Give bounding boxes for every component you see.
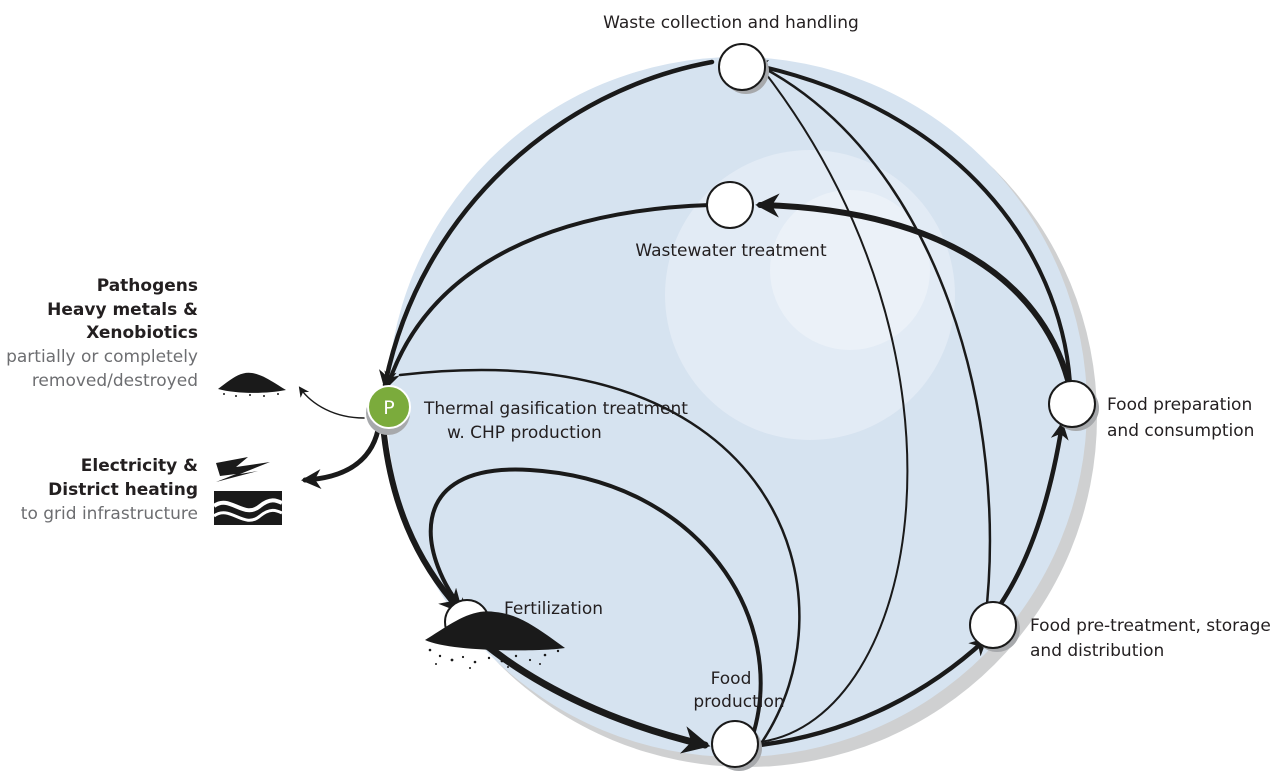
node-food-production (711, 720, 762, 771)
arc-fertilization-to-food-production (476, 636, 711, 754)
output-pathogens: Pathogens Heavy metals & Xenobiotics par… (6, 276, 286, 397)
soil-pile-icon (425, 611, 565, 651)
arrow-to-pathogens (298, 386, 365, 419)
heat-wave-icon (212, 491, 283, 525)
arc-pretreatment-to-preparation (997, 421, 1069, 608)
ash-pile-icon (218, 372, 286, 393)
node-food-preparation (1048, 380, 1099, 431)
arc-food-production-to-pretreatment (757, 637, 988, 748)
label-thermal-line1: Thermal gasification treatment (423, 399, 688, 419)
thermal-badge-letter: P (383, 397, 394, 419)
xenobiotics-title: Xenobiotics (86, 323, 198, 343)
output-arrows (298, 386, 381, 490)
grid-note: to grid infrastructure (21, 504, 198, 524)
ash-speckle-icon (223, 393, 279, 397)
arc-food-production-to-waste (759, 65, 909, 743)
lightning-icon (216, 457, 270, 482)
label-food-production-line1: Food (711, 669, 752, 689)
label-fertilization: Fertilization (504, 599, 603, 619)
label-wastewater-treatment: Wastewater treatment (635, 241, 827, 261)
cycle-flow-arrows (379, 59, 1072, 754)
arc-food-production-loop (428, 467, 763, 740)
heavy-metals-title: Heavy metals & (47, 300, 198, 320)
node-fertilization (425, 599, 565, 669)
arc-food-production-to-wastewater (398, 368, 801, 747)
pathogens-title: Pathogens (97, 276, 198, 296)
pathogens-note-line1: partially or completely (6, 347, 198, 367)
arc-wastewater-to-thermal (384, 203, 712, 389)
node-thermal-gasification (366, 385, 411, 435)
label-food-preparation-line1: Food preparation (1107, 395, 1252, 415)
label-waste-collection: Waste collection and handling (603, 13, 859, 33)
output-energy: Electricity & District heating to grid i… (21, 456, 283, 525)
arc-pretreatment-to-waste (758, 64, 992, 624)
label-food-pretreatment-line2: and distribution (1030, 641, 1164, 661)
label-food-pretreatment-line1: Food pre-treatment, storage (1030, 616, 1271, 636)
arc-preparation-to-wastewater (755, 193, 1071, 383)
label-thermal-line2: w. CHP production (447, 423, 602, 443)
arrow-to-energy (301, 427, 381, 490)
arc-preparation-to-waste (751, 59, 1072, 384)
district-heating-title: District heating (48, 480, 198, 500)
node-food-pretreatment (969, 601, 1020, 652)
pathogens-note-line2: removed/destroyed (32, 371, 198, 391)
node-waste-collection (718, 43, 769, 94)
soil-speckle-icon (428, 648, 560, 669)
label-food-preparation-line2: and consumption (1107, 421, 1254, 441)
arc-waste-to-thermal (379, 59, 715, 389)
electricity-title: Electricity & (81, 456, 198, 476)
node-wastewater-treatment (706, 181, 754, 229)
label-food-production-line2: production (693, 692, 784, 712)
arc-thermal-to-fertilization (380, 422, 464, 614)
